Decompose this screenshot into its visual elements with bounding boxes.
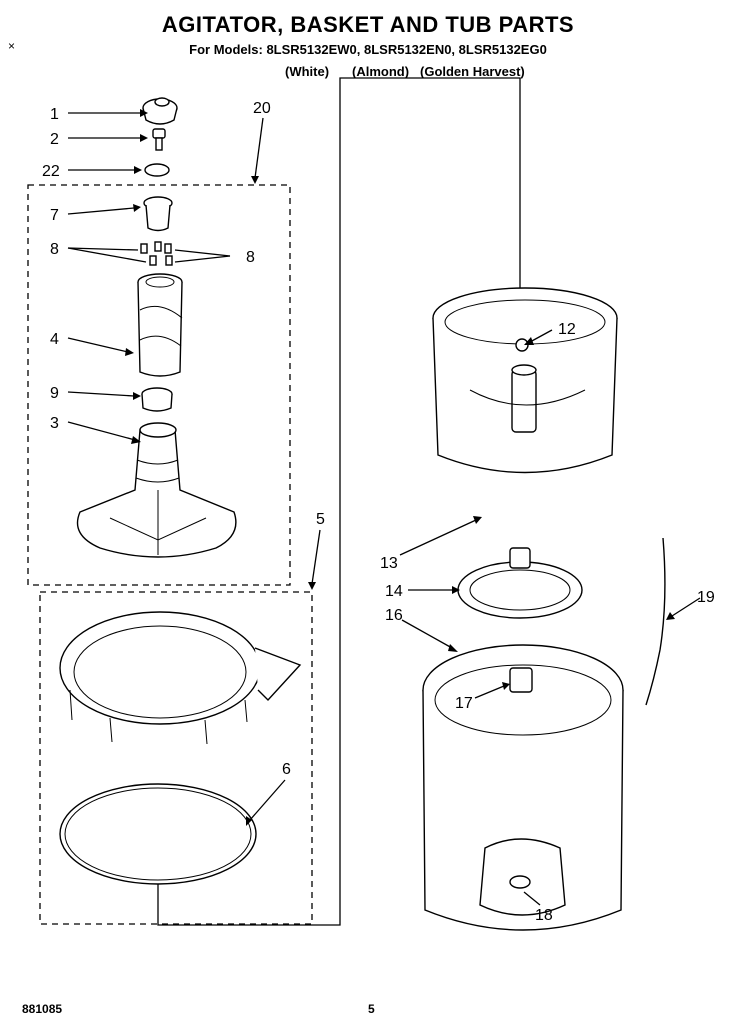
- footer-code: 881085: [22, 1002, 63, 1016]
- callout-6: 6: [282, 761, 291, 778]
- models-line: For Models: 8LSR5132EW0, 8LSR5132EN0, 8L…: [189, 42, 547, 57]
- leader-lines: [67, 109, 701, 906]
- callout-20: 20: [253, 100, 271, 117]
- callout-12: 12: [558, 321, 576, 338]
- callout-1: 1: [50, 106, 59, 123]
- callout-9: 9: [50, 385, 59, 402]
- ring-group-box: [39, 591, 313, 925]
- callout-14: 14: [385, 583, 403, 600]
- callout-22: 22: [42, 163, 60, 180]
- tub-ring: [59, 611, 302, 745]
- color-almond: (Almond): [352, 64, 410, 79]
- connector-line: [157, 77, 521, 926]
- hose: [645, 537, 666, 706]
- callout-8-right: 8: [246, 249, 255, 266]
- callout-2: 2: [50, 131, 59, 148]
- bolt: [152, 128, 166, 151]
- callout-8-left: 8: [50, 241, 59, 258]
- agitator-cap: [142, 97, 178, 125]
- callout-17: 17: [455, 695, 473, 712]
- footer-page: 5: [368, 1002, 375, 1016]
- wash-basket: [432, 287, 618, 474]
- agitator-group-box: [27, 184, 291, 586]
- callout-4: 4: [50, 331, 59, 348]
- color-golden-harvest: (Golden Harvest): [420, 64, 525, 79]
- diagram-title: AGITATOR, BASKET AND TUB PARTS: [161, 12, 575, 37]
- agitator-base: [76, 422, 237, 558]
- agitator-auger: [137, 273, 183, 377]
- ring-seal: [59, 783, 257, 885]
- callout-5: 5: [316, 511, 325, 528]
- basket-hub-plate: [457, 547, 583, 619]
- o-ring: [144, 163, 170, 177]
- agitator-cam: [143, 196, 173, 232]
- callout-3: 3: [50, 415, 59, 432]
- callout-7: 7: [50, 207, 59, 224]
- callout-13: 13: [380, 555, 398, 572]
- callout-18: 18: [535, 907, 553, 924]
- color-white: (White): [285, 64, 330, 79]
- callout-19: 19: [697, 589, 715, 606]
- agitator-dogs: [140, 241, 173, 266]
- outer-tub: [422, 644, 624, 931]
- drive-block: [141, 387, 173, 412]
- corner-mark: ×: [8, 39, 15, 53]
- callout-16: 16: [385, 607, 403, 624]
